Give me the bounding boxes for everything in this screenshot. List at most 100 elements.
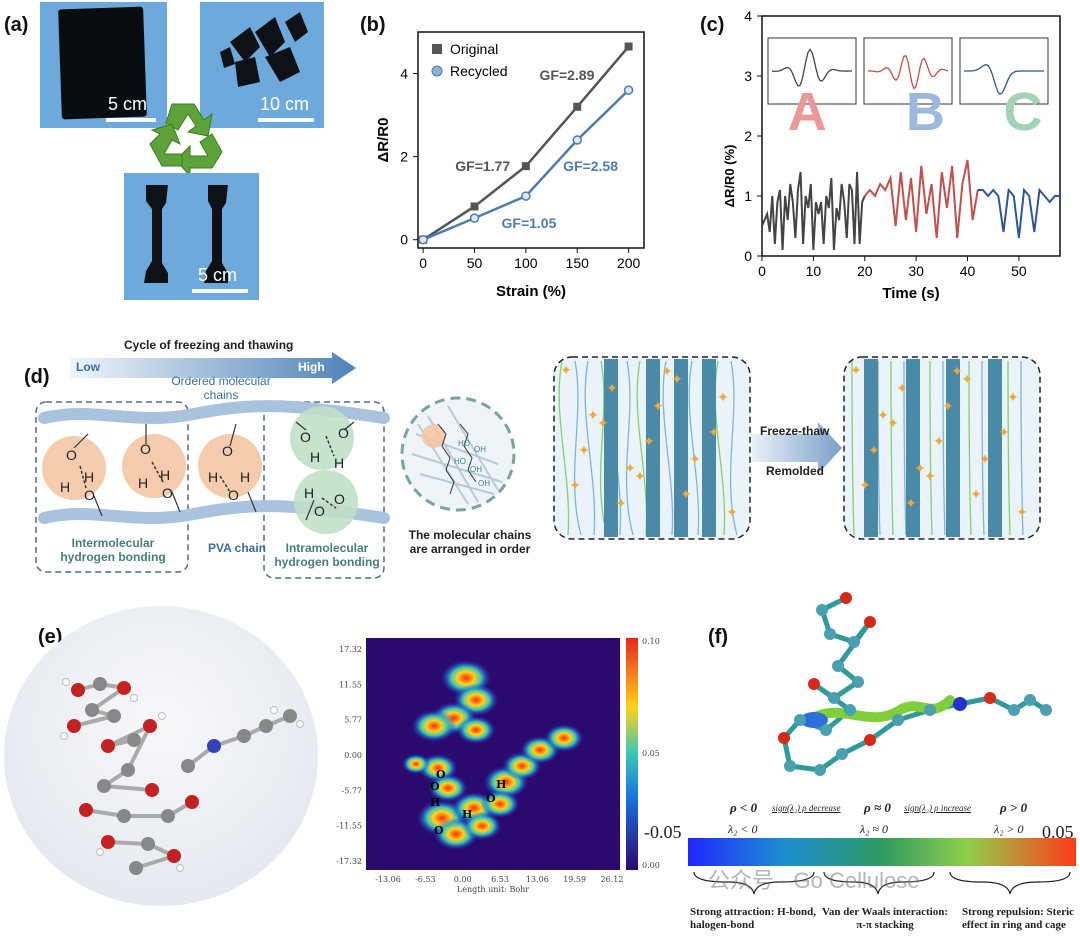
atom bbox=[984, 692, 996, 704]
atom bbox=[840, 592, 852, 604]
x-tick-label: 50 bbox=[1011, 263, 1027, 279]
atom-o: O bbox=[314, 503, 325, 519]
hydroxyl-label: HO bbox=[454, 457, 466, 466]
x-tick-label: 200 bbox=[617, 255, 641, 271]
atom bbox=[808, 678, 820, 690]
y-tick-label: 0.00 bbox=[344, 751, 362, 760]
intramolecular-label: Intramolecular hydrogen bonding bbox=[274, 541, 380, 569]
polymer-chain bbox=[890, 360, 894, 536]
network-before: ✦✦✦✦✦✦✦✦✦✦✦✦✦✦✦✦✦✦ bbox=[552, 355, 752, 541]
atom-label: H bbox=[430, 796, 440, 809]
legend-label: Recycled bbox=[450, 63, 508, 79]
atom bbox=[1008, 704, 1020, 716]
star-crosslink: ✦ bbox=[560, 362, 572, 378]
brace-group bbox=[693, 871, 1071, 895]
star-crosslink: ✦ bbox=[680, 486, 692, 502]
atom bbox=[820, 724, 832, 736]
y-tick-label: 11.55 bbox=[339, 680, 362, 689]
star-crosslink: ✦ bbox=[597, 415, 609, 431]
star-crosslink: ✦ bbox=[634, 468, 646, 484]
freeze-thaw-arrow bbox=[752, 420, 842, 481]
polymer-chain bbox=[1007, 360, 1011, 536]
colorbar bbox=[626, 638, 638, 870]
density-blob bbox=[456, 716, 496, 744]
star-crosslink: ✦ bbox=[643, 433, 655, 449]
bond bbox=[103, 784, 153, 792]
y-tick-label: -11.55 bbox=[336, 822, 362, 831]
polymer-chain bbox=[573, 360, 582, 536]
star-crosslink: ✦ bbox=[569, 477, 581, 493]
scale-label: 5 cm bbox=[198, 265, 238, 285]
atom-label: O bbox=[434, 824, 444, 837]
atom-label: O bbox=[436, 768, 446, 781]
star-crosslink: ✦ bbox=[1007, 389, 1019, 405]
atom bbox=[852, 676, 864, 688]
ordered-chain-circle: HO OH HO OH OH bbox=[398, 394, 518, 514]
photo-fragments: 10 cm bbox=[200, 2, 324, 128]
freeze-thaw-label: Freeze-thaw bbox=[760, 424, 830, 438]
hydrogen-bond-diagram: O H H O O H H O O H H O O O H H H O O bbox=[35, 400, 390, 579]
polymer-chain bbox=[942, 360, 946, 536]
panel-label-f: (f) bbox=[708, 626, 728, 648]
atom bbox=[117, 809, 131, 823]
rdg-heatmap: HOHOHOO17.3211.555.770.00-5.77-11.55-17.… bbox=[336, 637, 660, 894]
y-tick-label: 1 bbox=[744, 188, 752, 204]
atom-label: H bbox=[496, 778, 506, 791]
crystal-bar bbox=[702, 359, 716, 537]
star-crosslink: ✦ bbox=[924, 468, 936, 484]
series-line bbox=[761, 171, 866, 251]
polymer-chain bbox=[558, 360, 570, 536]
hydrogen-atom bbox=[96, 848, 104, 856]
legend-marker bbox=[432, 44, 442, 54]
y-tick-label: -17.32 bbox=[336, 857, 362, 866]
star-crosslink: ✦ bbox=[578, 442, 590, 458]
star-crosslink: ✦ bbox=[942, 398, 954, 414]
gf-annotation: GF=1.77 bbox=[455, 158, 510, 174]
hydrogen-atom bbox=[130, 694, 138, 702]
hydroxyl-label: OH bbox=[474, 445, 486, 454]
atom-o: O bbox=[300, 429, 311, 445]
signal-letter: A bbox=[788, 82, 827, 142]
density-blob bbox=[411, 710, 457, 742]
star-crosslink: ✦ bbox=[905, 495, 917, 511]
inset-waveform bbox=[771, 48, 853, 87]
x-tick-label: -13.06 bbox=[375, 875, 401, 884]
y-tick-label: 3 bbox=[744, 68, 752, 84]
ordered-chains-label: Ordered molecular chains bbox=[171, 374, 271, 402]
data-point bbox=[521, 162, 530, 171]
hydrogen-atom bbox=[60, 732, 68, 740]
density-blob bbox=[544, 724, 584, 752]
x-axis-label: Length unit: Bohr bbox=[457, 885, 529, 894]
star-crosslink: ✦ bbox=[887, 415, 899, 431]
hydrogen-atom bbox=[270, 706, 278, 714]
panel-label-d: (d) bbox=[24, 366, 50, 388]
star-crosslink: ✦ bbox=[877, 407, 889, 423]
plot-frame bbox=[417, 31, 645, 249]
panel-label-a: (a) bbox=[4, 14, 29, 36]
atom bbox=[828, 692, 840, 704]
atom bbox=[283, 709, 297, 723]
star-crosslink: ✦ bbox=[979, 451, 991, 467]
data-point bbox=[624, 42, 633, 51]
data-point bbox=[470, 202, 479, 211]
y-tick-label: 0 bbox=[744, 248, 752, 264]
polymer-chain bbox=[929, 360, 933, 536]
atom bbox=[181, 759, 195, 773]
atom-label: H bbox=[462, 808, 472, 821]
star-crosslink: ✦ bbox=[689, 451, 701, 467]
legend-label: Original bbox=[450, 41, 498, 57]
atom bbox=[129, 861, 143, 875]
atom-o: O bbox=[334, 491, 345, 507]
star-crosslink: ✦ bbox=[726, 504, 738, 520]
data-point bbox=[573, 102, 582, 111]
y-axis-label: ΔR/R0 (%) bbox=[722, 145, 737, 208]
atom bbox=[207, 739, 221, 753]
star-crosslink: ✦ bbox=[933, 433, 945, 449]
atom bbox=[836, 748, 848, 760]
x-tick-label: 0.00 bbox=[454, 875, 472, 884]
x-tick-label: 30 bbox=[908, 263, 924, 279]
atom bbox=[117, 681, 131, 695]
atom-h: H bbox=[84, 469, 94, 485]
data-point bbox=[572, 135, 582, 145]
